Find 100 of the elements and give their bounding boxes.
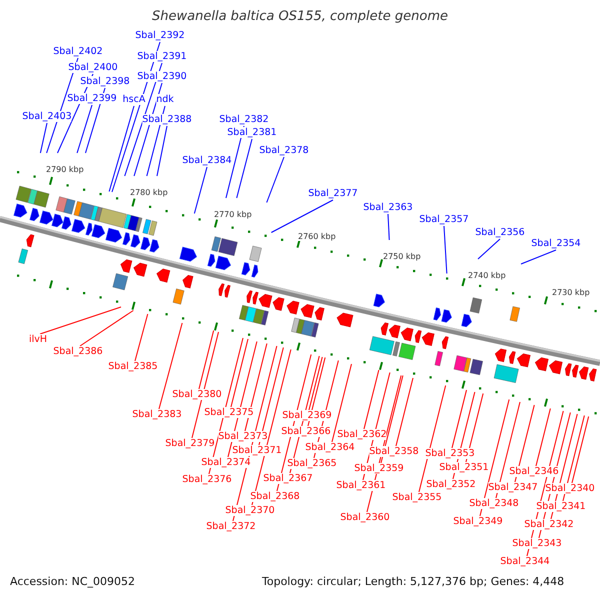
gene-label: Sbal_2380	[172, 389, 222, 400]
gene-label: Sbal_2363	[363, 202, 413, 213]
gene-label: Sbal_2383	[132, 409, 182, 420]
gene-label: Sbal_2372	[206, 521, 256, 532]
leader-line	[444, 226, 448, 274]
accession-text: Accession: NC_009052	[10, 575, 136, 588]
leader-line	[562, 415, 585, 502]
leader-line	[364, 370, 380, 430]
gene-label: Sbal_2390	[137, 71, 187, 82]
gene-label: Sbal_2368	[250, 491, 300, 502]
gene-label: Sbal_2353	[425, 448, 475, 459]
gene-label: Sbal_2376	[182, 474, 232, 485]
gene-label: Sbal_2340	[545, 483, 595, 494]
scale-label: 2730 kbp	[552, 288, 590, 297]
leader-line	[380, 375, 404, 464]
gene-label: Sbal_2362	[337, 429, 387, 440]
leader-line	[520, 250, 556, 264]
leader-line	[244, 343, 268, 432]
gene-label: Sbal_2391	[137, 51, 187, 62]
gene-label: Sbal_2351	[439, 462, 489, 473]
scale-label: 2760 kbp	[298, 232, 336, 241]
gene-label: Sbal_2374	[201, 457, 251, 468]
gene-label: Sbal_2367	[263, 473, 313, 484]
gene-label: Sbal_2369	[282, 410, 332, 421]
gene-label: Sbal_2356	[475, 227, 525, 238]
gene-label: Sbal_2341	[536, 501, 586, 512]
leader-line	[230, 338, 248, 408]
leader-line	[266, 156, 284, 203]
leader-line	[452, 390, 467, 448]
leader-line	[198, 330, 214, 390]
leader-line	[108, 106, 134, 192]
gene-label: Sbal_2355	[392, 492, 442, 503]
leader-line	[418, 385, 446, 492]
map-title: Shewanella baltica OS155, complete genome	[152, 9, 448, 24]
gene-label: Sbal_2377	[308, 188, 358, 199]
leader-line	[270, 200, 334, 233]
leader-line	[134, 314, 148, 362]
leader-line	[80, 310, 134, 346]
gene-label: Sbal_2371	[232, 445, 282, 456]
leader-line	[192, 332, 219, 438]
genome-info-text: Topology: circular; Length: 5,127,376 bp; Genes: 4,448	[262, 575, 564, 588]
gene-label: Sbal_2358	[369, 446, 419, 457]
leader-line	[40, 122, 48, 154]
leader-line	[536, 408, 551, 466]
leader-line	[308, 356, 323, 410]
scale-label: 2780 kbp	[130, 188, 168, 197]
gene-label: Sbal_2382	[219, 114, 269, 125]
gene-label: Sbal_2357	[419, 214, 469, 225]
gene-label: Sbal_2385	[108, 361, 158, 372]
leader-line	[480, 399, 510, 516]
leader-line	[258, 347, 284, 446]
gene-label: Sbal_2352	[426, 479, 476, 490]
gene-label: Sbal_2373	[218, 431, 268, 442]
leader-line	[332, 364, 352, 442]
gene-label: hscA	[122, 94, 146, 105]
gene-label: Sbal_2361	[336, 480, 386, 491]
gene-label: Sbal_2343	[512, 538, 562, 549]
gene-label: Sbal_2347	[488, 482, 538, 493]
gene-label: Sbal_2346	[509, 466, 559, 477]
scale-label: 2750 kbp	[383, 252, 421, 261]
scale-label: 2740 kbp	[468, 271, 506, 280]
gene-label: Sbal_2378	[259, 145, 309, 156]
gene-label: Sbal_2349	[453, 516, 503, 527]
gene-label: Sbal_2359	[354, 463, 404, 474]
gene-label: Sbal_2398	[80, 76, 130, 87]
gene-label: Sbal_2354	[531, 238, 581, 249]
gene-label: Sbal_2365	[287, 458, 337, 469]
gene-label: Sbal_2348	[469, 498, 519, 509]
scale-label: 2770 kbp	[214, 210, 252, 219]
leader-line	[572, 416, 590, 484]
gene-label: Sbal_2360	[340, 512, 390, 523]
gene-label: Sbal_2399	[67, 93, 117, 104]
gene-label: Sbal_2364	[305, 442, 355, 453]
leader-line	[156, 126, 168, 176]
leader-line	[466, 393, 484, 462]
gene-label: Sbal_2388	[142, 114, 192, 125]
leader-line	[76, 104, 92, 154]
gene-label: Sbal_2400	[68, 62, 118, 73]
gene-label: Sbal_2379	[165, 438, 215, 449]
leader-line	[236, 138, 252, 198]
leader-line	[478, 238, 500, 260]
leader-line	[40, 306, 122, 334]
gene-label: ilvH	[28, 334, 48, 345]
leader-line	[388, 214, 390, 240]
leader-line	[252, 349, 292, 506]
gene-label: Sbal_2402	[53, 46, 103, 57]
gene-label: Sbal_2342	[524, 519, 574, 530]
gene-label: ndk	[156, 94, 174, 105]
gene-label: Sbal_2403	[22, 111, 72, 122]
gene-label: Sbal_2386	[53, 346, 103, 357]
leader-line	[496, 402, 520, 498]
scale-label: 2790 kbp	[46, 165, 84, 174]
gene-label: Sbal_2384	[182, 155, 232, 166]
leader-line	[514, 404, 535, 482]
gene-label: Sbal_2375	[204, 407, 254, 418]
leader-line	[194, 166, 208, 214]
gene-label: Sbal_2344	[500, 556, 550, 567]
leader-line	[396, 378, 414, 446]
gene-label: Sbal_2392	[135, 30, 185, 41]
gene-label: Sbal_2370	[225, 505, 275, 516]
